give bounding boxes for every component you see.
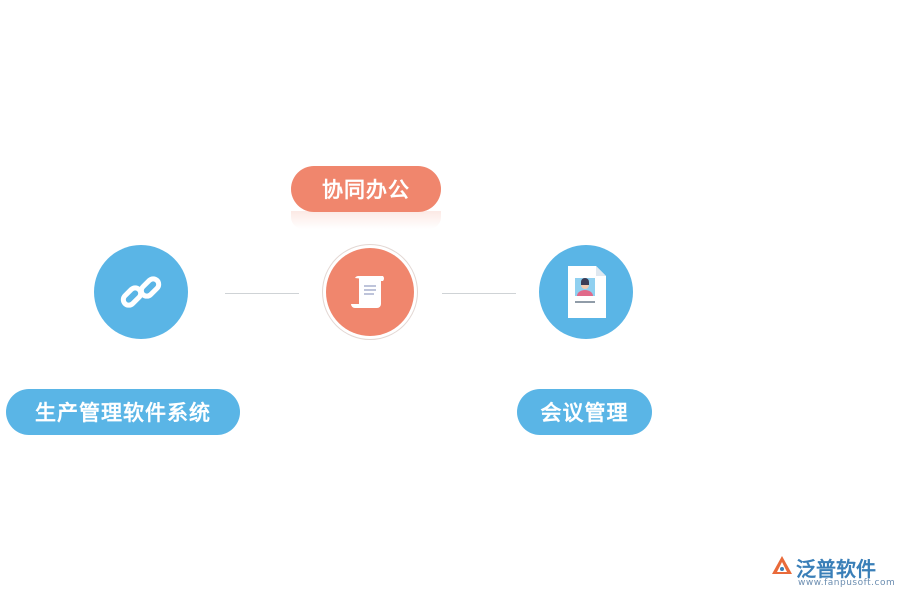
brand-name: 泛普软件 — [796, 557, 876, 581]
profile-card-icon — [568, 266, 606, 318]
brand-url: www.fanpusoft.com — [798, 578, 896, 588]
left-label-pill: 生产管理软件系统 — [6, 389, 240, 435]
top-label-reflection — [291, 211, 441, 229]
right-label-text: 会议管理 — [540, 401, 629, 425]
center-node-circle — [326, 248, 414, 336]
right-node-circle — [539, 245, 633, 339]
top-label-pill: 协同办公 — [291, 166, 441, 212]
top-label-text: 协同办公 — [322, 178, 410, 202]
right-label-pill: 会议管理 — [517, 389, 652, 435]
scroll-document-icon — [351, 275, 384, 308]
brand-logo: 泛普软件 www.fanpusoft.com — [770, 553, 895, 593]
brand-mark-icon — [772, 556, 792, 574]
right-connector — [442, 293, 516, 294]
left-connector — [225, 293, 299, 294]
left-label-text: 生产管理软件系统 — [35, 401, 211, 425]
left-node-circle — [94, 245, 188, 339]
link-icon — [120, 276, 162, 308]
